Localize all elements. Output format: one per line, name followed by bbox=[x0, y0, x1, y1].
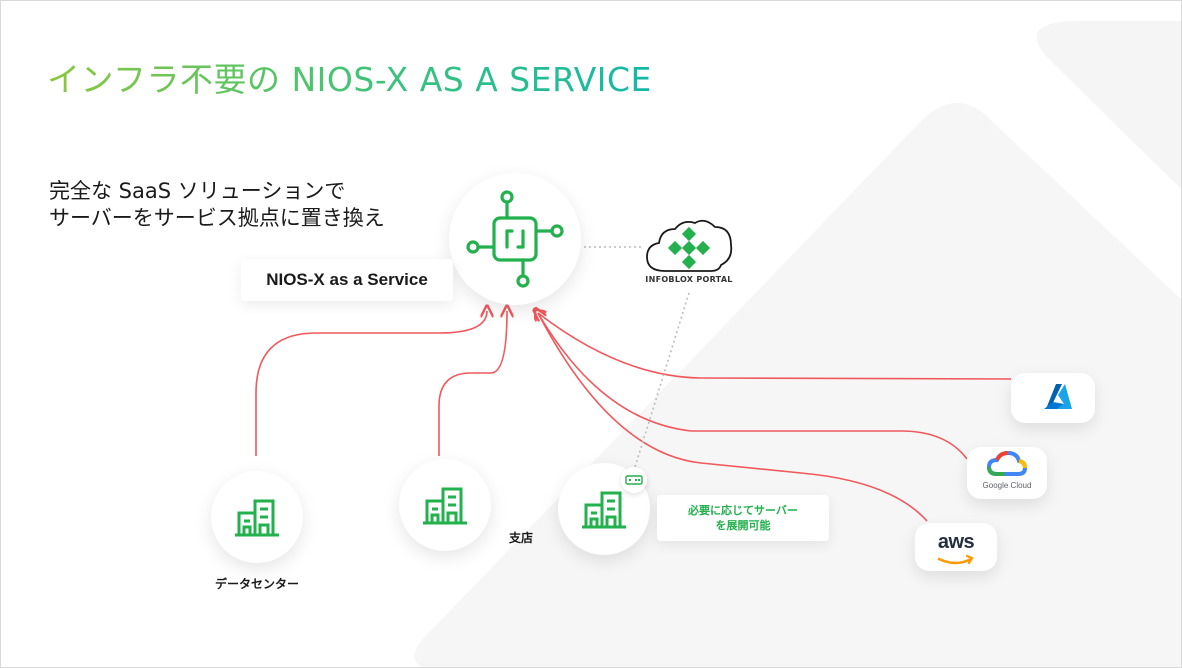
aws-label: aws bbox=[937, 531, 975, 553]
cloud-diamond-icon bbox=[646, 219, 733, 272]
aws-smile-icon bbox=[937, 554, 974, 565]
building-icon bbox=[423, 487, 467, 525]
server-appliance-badge bbox=[621, 467, 647, 493]
portal-label: INFOBLOX PORTAL bbox=[645, 275, 733, 284]
callout-line-1: 必要に応じてサーバー bbox=[688, 504, 798, 517]
azure-logo-icon bbox=[1044, 384, 1072, 409]
portal-link-branch bbox=[634, 292, 690, 468]
callout-line-2: を展開可能 bbox=[715, 519, 771, 532]
datacenter-label: データセンター bbox=[215, 577, 300, 591]
server-appliance-icon bbox=[625, 475, 643, 485]
branch-label: 支店 bbox=[509, 531, 534, 545]
subtitle: 完全な SaaS ソリューションで サーバーをサービス拠点に置き換え bbox=[49, 178, 385, 232]
branch-node-2 bbox=[558, 463, 650, 555]
connector-gcp bbox=[538, 313, 968, 460]
nios-hub-node bbox=[449, 173, 581, 305]
google-cloud-node: Google Cloud bbox=[967, 447, 1047, 499]
connector-aws bbox=[538, 313, 928, 522]
subtitle-line-1: 完全な SaaS ソリューションで bbox=[49, 179, 346, 203]
chip-icon bbox=[466, 190, 564, 288]
page-title: インフラ不要の NIOS-X AS A SERVICE bbox=[47, 53, 652, 101]
connector-datacenter bbox=[255, 311, 487, 456]
connector-branch-1 bbox=[438, 311, 507, 456]
deploy-callout: 必要に応じてサーバー を展開可能 bbox=[657, 495, 829, 541]
building-icon bbox=[582, 491, 626, 529]
nios-service-label: NIOS-X as a Service bbox=[241, 259, 453, 301]
building-icon bbox=[235, 499, 279, 537]
subtitle-line-2: サーバーをサービス拠点に置き換え bbox=[49, 206, 385, 230]
datacenter-node bbox=[211, 471, 303, 563]
branch-node-1 bbox=[399, 459, 491, 551]
google-cloud-icon bbox=[986, 450, 1028, 476]
connector-azure bbox=[538, 313, 1012, 380]
aws-node: aws bbox=[915, 523, 997, 571]
azure-node bbox=[1011, 373, 1095, 423]
google-cloud-label: Google Cloud bbox=[982, 481, 1032, 490]
